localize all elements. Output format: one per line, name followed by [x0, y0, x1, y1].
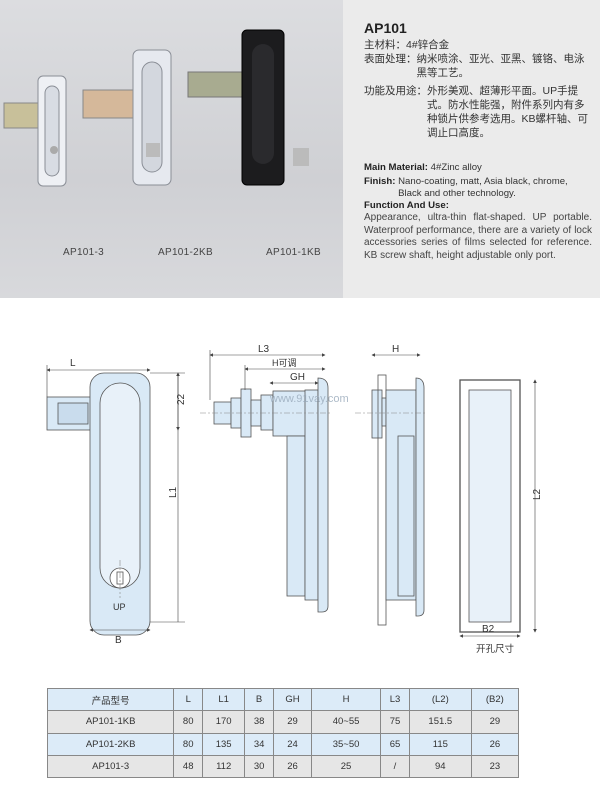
table-cell: 29 [470, 710, 520, 734]
table-cell: 112 [202, 754, 246, 779]
table-cell: 26 [470, 732, 520, 756]
cn-material-label: 主材料： [364, 39, 406, 51]
header-cell: L [173, 687, 204, 712]
en-function-value: Appearance, ultra-thin flat-shaped. UP p… [364, 212, 592, 261]
table-header-row: 产品型号 L L1 B GH H L3 (L2) (B2) [46, 687, 520, 712]
en-function-label: Function And Use: [364, 200, 449, 211]
table-cell: 48 [173, 754, 204, 779]
table-cell: 25 [311, 754, 382, 779]
header-cell: L3 [380, 687, 410, 712]
spec-table: 产品型号 L L1 B GH H L3 (L2) (B2) AP101-1KB … [46, 687, 520, 779]
h-view [371, 374, 425, 626]
cn-finish-label: 表面处理： [364, 53, 417, 65]
dim-label-l1: L1 [168, 486, 179, 498]
cn-finish-value: 纳米喷涂、亚光、亚黑、镀铬、电泳黑等工艺。 [416, 53, 585, 79]
dim-label-l3: L3 [258, 344, 270, 355]
table-row: AP101-3 48 112 30 26 25 / 94 23 [46, 754, 520, 779]
cutout-view [459, 379, 521, 633]
table-cell: 30 [244, 754, 275, 779]
dim-label-l: L [70, 358, 76, 369]
table-cell: 35~50 [311, 732, 382, 756]
table-cell: 34 [244, 732, 275, 756]
table-cell: 151.5 [408, 710, 472, 734]
table-row: AP101-2KB 80 135 34 24 35~50 65 115 26 [46, 732, 520, 756]
table-cell: 135 [202, 732, 246, 756]
table-cell: 23 [470, 754, 520, 779]
table-cell: / [380, 754, 410, 779]
table-cell: 170 [202, 710, 246, 734]
product-photo: AP101-3 AP101-2KB AP101-1KB [0, 0, 343, 298]
dim-label-l2: L2 [532, 488, 543, 500]
table-cell: 80 [173, 710, 204, 734]
header-cell: B [244, 687, 275, 712]
technical-drawing: L 22 L1 UP B L3 H可调 GH H L2 B2 开孔尺寸 www.… [46, 344, 543, 655]
dim-label-b2: B2 [482, 624, 495, 635]
header-cell: 产品型号 [46, 687, 175, 712]
cn-material-value: 4#锌合金 [406, 39, 450, 51]
header-cell: H [311, 687, 382, 712]
up-label: UP [113, 602, 126, 612]
model-title: AP101 [364, 20, 407, 36]
en-finish-value: Nano-coating, matt, Asia black, chrome, … [398, 176, 568, 199]
dim-label-h: H [392, 344, 399, 355]
table-cell: 26 [273, 754, 313, 779]
table-cell: 40~55 [311, 710, 382, 734]
en-material-label: Main Material: [364, 162, 428, 173]
front-view [46, 372, 151, 636]
en-material-value: 4#Zinc alloy [430, 162, 482, 173]
table-cell: 38 [244, 710, 275, 734]
dim-label-gh: GH [290, 372, 305, 383]
table-cell: 24 [273, 732, 313, 756]
table-cell: 65 [380, 732, 410, 756]
table-cell: AP101-1KB [46, 710, 175, 734]
dim-label-b: B [115, 635, 122, 646]
caption-ap101-2kb: AP101-2KB [158, 247, 213, 258]
header-cell: L1 [202, 687, 246, 712]
side-view [213, 377, 329, 613]
table-cell: 75 [380, 710, 410, 734]
spec-panel: AP101 主材料：4#锌合金 表面处理：纳米喷涂、亚光、亚黑、镀铬、电泳黑等工… [343, 0, 600, 298]
header-cell: (L2) [408, 687, 472, 712]
table-cell: 94 [408, 754, 472, 779]
table-cell: 115 [408, 732, 472, 756]
cutout-size-label: 开孔尺寸 [476, 643, 515, 655]
cn-function-label: 功能及用途： [364, 85, 427, 97]
table-row: AP101-1KB 80 170 38 29 40~55 75 151.5 29 [46, 710, 520, 734]
watermark: www.91vay.com [269, 393, 349, 405]
header-cell: (B2) [470, 687, 520, 712]
table-cell: 29 [273, 710, 313, 734]
en-finish-label: Finish: [364, 176, 396, 187]
table-cell: AP101-3 [46, 754, 175, 779]
cn-function-value: 外形美观、超薄形平面。UP手提式。防水性能强，附件系列内有多种锁片供参考选用。K… [427, 85, 589, 139]
dim-label-h-adjustable: H可调 [272, 358, 297, 368]
product-photo-illustration [3, 29, 309, 187]
dim-label-22: 22 [176, 393, 187, 405]
header-cell: GH [273, 687, 313, 712]
table-cell: 80 [173, 732, 204, 756]
table-cell: AP101-2KB [46, 732, 175, 756]
caption-ap101-1kb: AP101-1KB [266, 247, 321, 258]
caption-ap101-3: AP101-3 [63, 247, 105, 258]
